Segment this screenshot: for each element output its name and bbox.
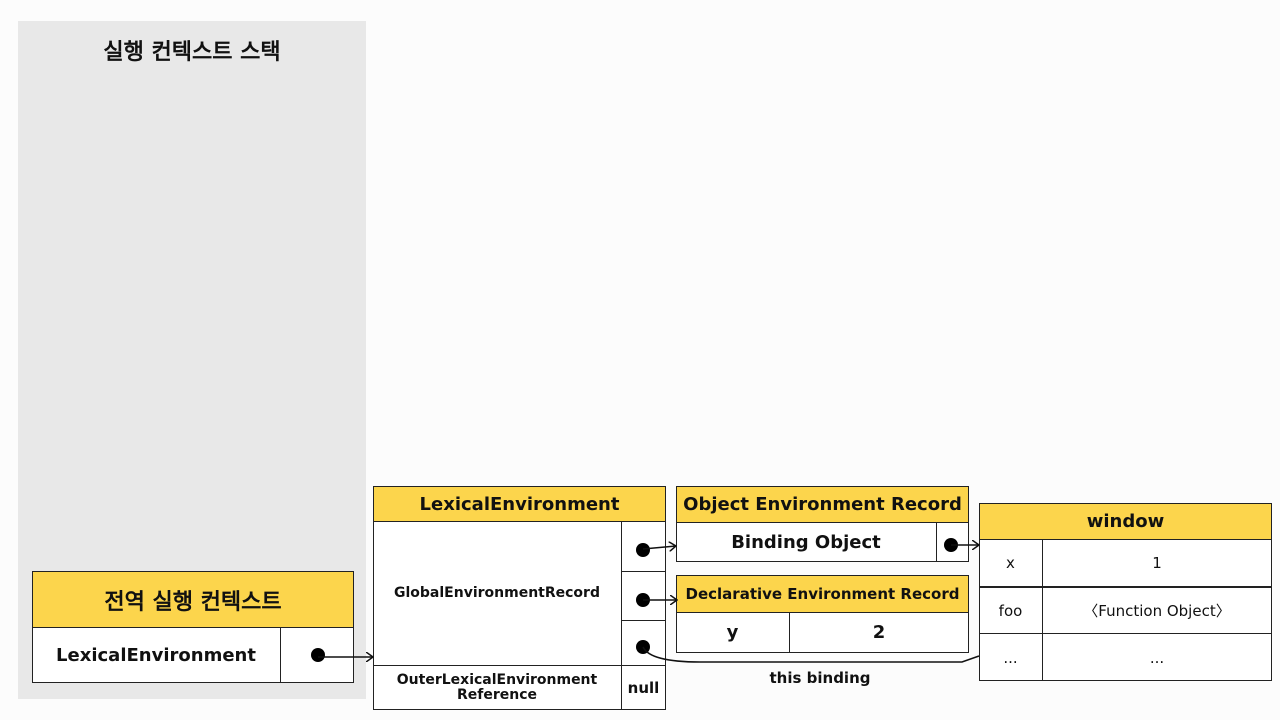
this-binding-connector (636, 640, 980, 663)
lexical-environment-body (373, 521, 666, 710)
arrow-record-to-object-record (636, 543, 676, 557)
window-title: window (1086, 511, 1165, 532)
declarative-record-title: Declarative Environment Record (685, 585, 960, 603)
arrow-binding-object-to-window (944, 538, 979, 552)
declarative-environment-record: Declarative Environment Record y 2 (676, 575, 969, 653)
object-record-title: Object Environment Record (683, 494, 962, 515)
divider (373, 665, 666, 666)
global-context-body (32, 627, 354, 683)
divider (621, 571, 666, 572)
outer-reference-value: null (627, 678, 660, 697)
arrow-record-to-declarative-record (636, 593, 677, 607)
lexical-environment-title: LexicalEnvironment (419, 493, 620, 515)
object-record-header: Object Environment Record (676, 486, 969, 523)
object-record-body (676, 522, 969, 562)
window-header: window (979, 503, 1272, 540)
divider (280, 627, 281, 683)
divider (979, 586, 1272, 588)
lexical-environment: LexicalEnvironment GlobalEnvironmentReco… (373, 486, 666, 710)
window-row-value: ... (1149, 648, 1165, 667)
window-body (979, 539, 1272, 681)
declarative-record-header: Declarative Environment Record (676, 575, 969, 613)
window-row-value: 1 (1152, 553, 1162, 572)
window-row-value: 〈Function Object〉 (1083, 602, 1231, 620)
global-context-title: 전역 실행 컨텍스트 (104, 589, 282, 615)
arrow-global-context-to-lexenv (311, 648, 373, 662)
lexical-environment-header: LexicalEnvironment (373, 486, 666, 522)
global-context-header: 전역 실행 컨텍스트 (32, 571, 354, 628)
divider (789, 612, 790, 653)
global-execution-context: 전역 실행 컨텍스트 LexicalEnvironment (32, 571, 354, 683)
declarative-row-key: y (726, 622, 739, 643)
divider (1042, 539, 1043, 681)
this-binding-label: this binding (769, 669, 871, 687)
object-environment-record: Object Environment Record Binding Object (676, 486, 969, 562)
window-row-key: ... (1003, 648, 1018, 667)
stack-title: 실행 컨텍스트 스택 (103, 40, 281, 65)
divider (979, 633, 1272, 634)
divider (621, 521, 622, 710)
window-row-key: foo (998, 601, 1023, 620)
global-environment-record-label: GlobalEnvironmentRecord (394, 585, 600, 601)
divider (936, 522, 937, 562)
outer-reference-label: OuterLexicalEnvironment Reference (396, 671, 598, 703)
divider (621, 620, 666, 621)
global-context-lexenv-label: LexicalEnvironment (56, 644, 256, 666)
declarative-row-value: 2 (872, 622, 886, 643)
declarative-record-body (676, 612, 969, 653)
window-object: window x 1 foo 〈Function Object〉 ... ... (979, 503, 1272, 681)
binding-object-label: Binding Object (731, 531, 881, 553)
window-row-key: x (1006, 553, 1015, 572)
